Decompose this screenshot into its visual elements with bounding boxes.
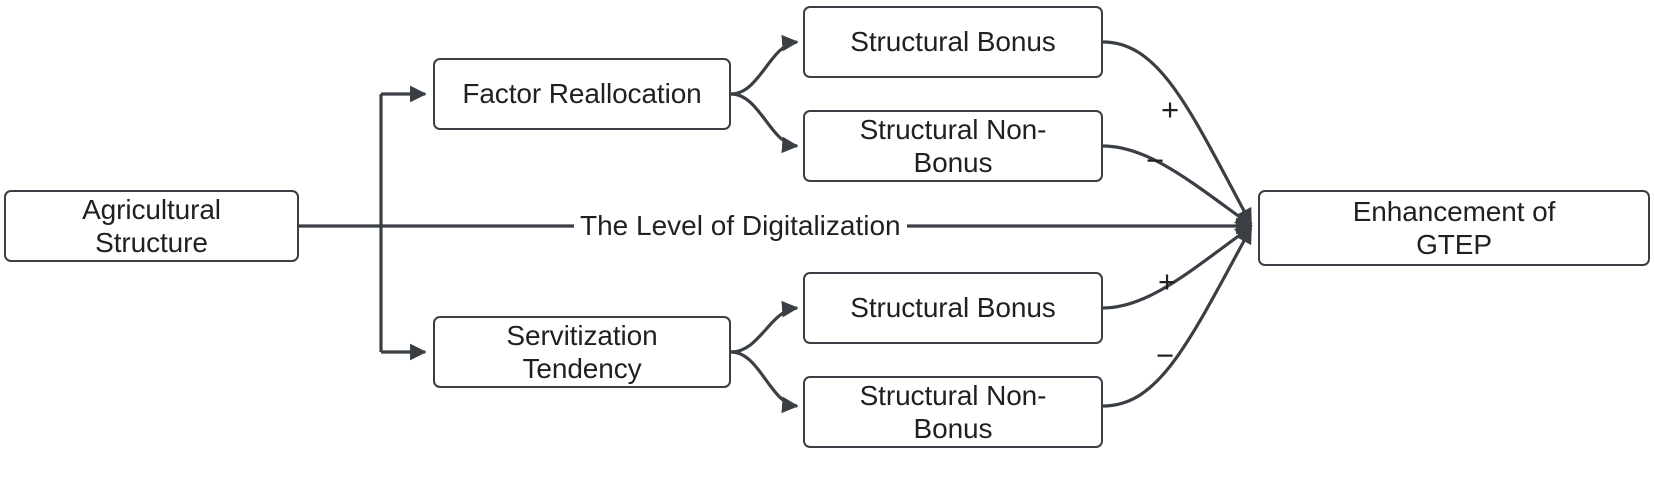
node-enhancement-of-gtep[interactable]: Enhancement of GTEP — [1258, 190, 1650, 266]
edge-servitization-to-non-bonus — [730, 350, 799, 414]
sign-lower-plus: + — [1157, 264, 1177, 299]
edge-lower-bonus-to-gtep — [1102, 225, 1253, 310]
node-servitization-tendency[interactable]: Servitization Tendency — [433, 316, 731, 388]
edge-label-digitalization: The Level of Digitalization — [574, 210, 907, 242]
node-agricultural-structure[interactable]: Agricultural Structure — [4, 190, 299, 262]
sign-upper-plus: + — [1160, 92, 1180, 127]
node-servitization-structural-bonus[interactable]: Structural Bonus — [803, 272, 1103, 344]
node-servitization-structural-non-bonus[interactable]: Structural Non- Bonus — [803, 376, 1103, 448]
edge-upper-non-bonus-to-gtep — [1102, 144, 1253, 227]
edge-factor-to-non-bonus — [730, 92, 799, 154]
edge-servitization-to-bonus — [730, 300, 799, 354]
edge-factor-to-bonus — [730, 34, 799, 96]
node-factor-structural-non-bonus[interactable]: Structural Non- Bonus — [803, 110, 1103, 182]
node-factor-structural-bonus[interactable]: Structural Bonus — [803, 6, 1103, 78]
sign-upper-minus: − — [1145, 143, 1165, 178]
node-factor-reallocation[interactable]: Factor Reallocation — [433, 58, 731, 130]
edge-upper-bonus-to-gtep — [1102, 40, 1253, 226]
edge-lower-non-bonus-to-gtep — [1102, 226, 1253, 408]
sign-lower-minus: − — [1155, 338, 1175, 373]
